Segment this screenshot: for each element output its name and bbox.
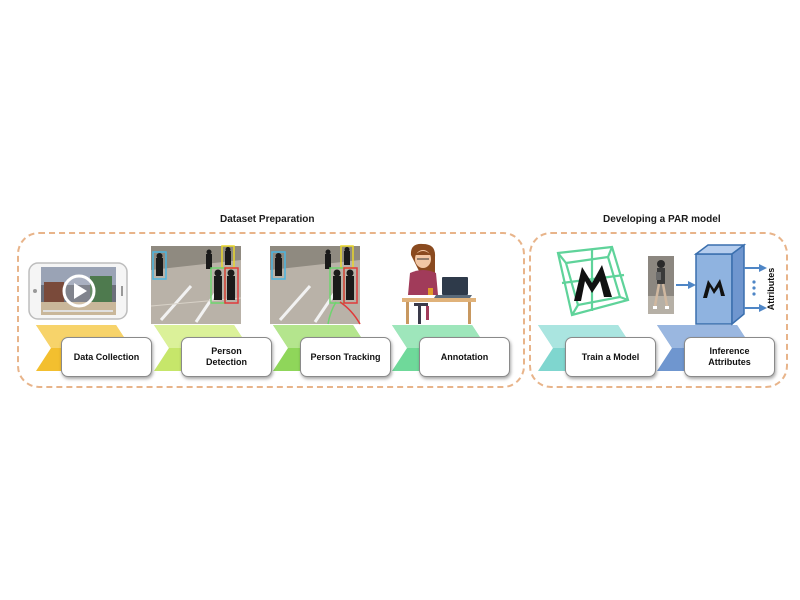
stage-data-collection: Data Collection xyxy=(61,337,152,377)
par-model-group xyxy=(529,232,788,388)
model-logo-icon xyxy=(556,245,630,317)
stage-annotation: Annotation xyxy=(419,337,510,377)
model-cube-icon xyxy=(693,243,747,326)
stage-person-tracking: Person Tracking xyxy=(300,337,391,377)
person-tracking-image xyxy=(270,245,361,325)
pedestrian-image xyxy=(648,256,674,314)
phone-video-icon xyxy=(28,262,128,320)
input-arrow-icon xyxy=(676,281,696,289)
dataset-preparation-group xyxy=(17,232,525,388)
stage-train-model: Train a Model xyxy=(565,337,656,377)
attributes-label: Attributes xyxy=(766,267,776,311)
par-model-title: Developing a PAR model xyxy=(603,214,721,225)
stage-person-detection: Person Detection xyxy=(181,337,272,377)
output-arrows-icon xyxy=(744,264,767,312)
person-detection-image xyxy=(150,245,242,324)
dataset-preparation-title: Dataset Preparation xyxy=(220,214,315,225)
annotator-illustration xyxy=(402,243,476,324)
stage-inference-attributes: Inference Attributes xyxy=(684,337,775,377)
